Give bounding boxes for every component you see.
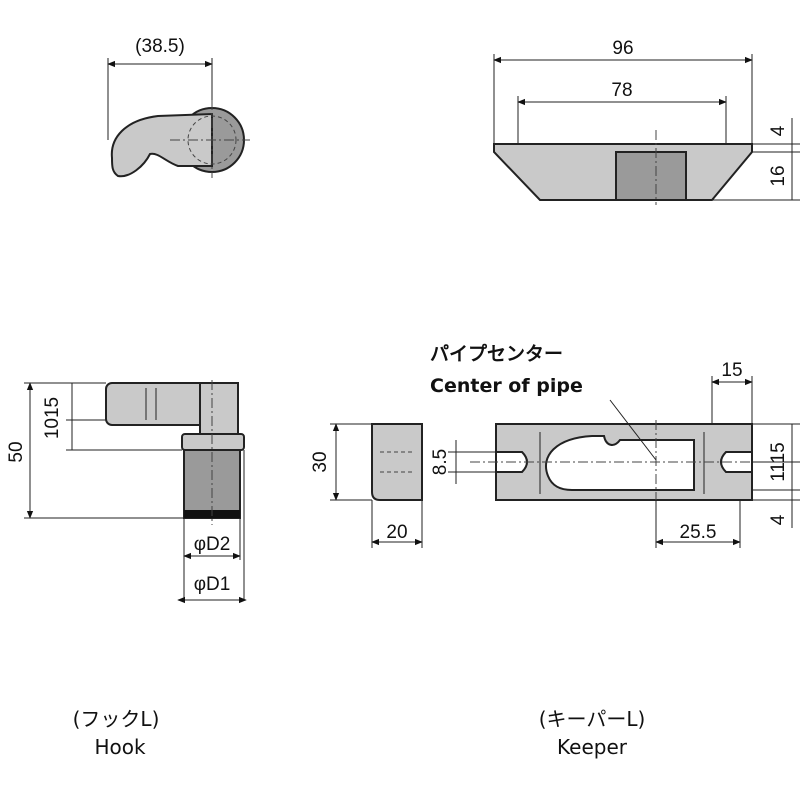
keeper-right-column-dim: 1115 (768, 442, 789, 481)
keeper-side-view: 30 20 8.5 (310, 423, 496, 548)
hook-shaft-d2-dim: φD2 (194, 534, 231, 555)
keeper-top-view: 96 78 4 16 (493, 38, 800, 205)
keeper-right-offset-dim: 15 (721, 360, 742, 381)
keeper-pipe-center-jp: パイプセンター (430, 342, 563, 365)
keeper-side-height-30-dim: 30 (310, 451, 331, 472)
keeper-right-bottom-dim: 4 (768, 514, 789, 525)
keeper-front-view: パイプセンター Center of pipe 25.5 15 1115 4 (430, 342, 800, 548)
hook-caption-en: Hook (94, 735, 146, 759)
hook-height-dim: 50 (6, 441, 27, 462)
keeper-caption-en: Keeper (557, 735, 628, 759)
keeper-side-height-dim: 16 (768, 165, 789, 186)
keeper-pipe-center-en: Center of pipe (430, 375, 583, 397)
keeper-side-width-dim: 20 (386, 522, 407, 543)
hook-front-view: 50 1015 φD2 φD1 (6, 380, 247, 604)
keeper-inner-width-dim: 78 (611, 80, 632, 101)
keeper-top-thickness-dim: 4 (768, 125, 789, 136)
hook-caption-jp: (フックL) (73, 707, 160, 731)
hook-top-width-dim: (38.5) (135, 36, 185, 57)
hook-top-view: (38.5) (107, 36, 250, 178)
keeper-caption-jp: (キーパーL) (539, 707, 646, 731)
keeper-slot-dim: 8.5 (430, 449, 451, 475)
keeper-center-offset-dim: 25.5 (680, 522, 717, 543)
hook-shaft-d1-dim: φD1 (194, 574, 231, 595)
keeper-overall-width-dim: 96 (612, 38, 633, 59)
hook-upper-split-dim: 1015 (42, 397, 63, 439)
